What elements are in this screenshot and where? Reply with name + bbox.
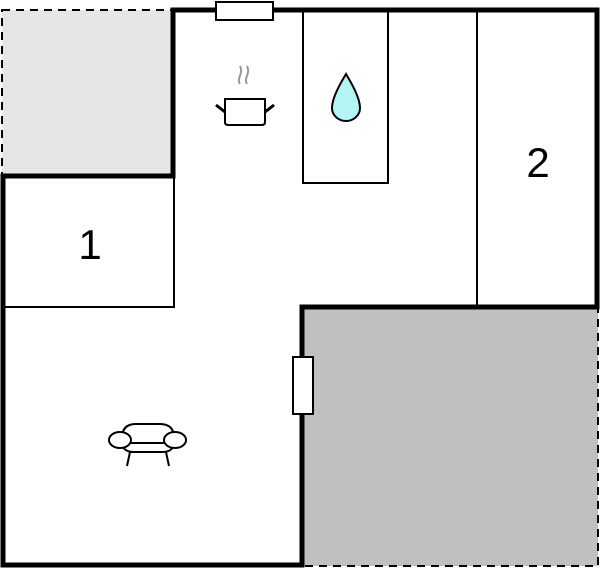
window-top [215,1,274,21]
cooking-pot-icon [215,65,275,126]
terrace-dark-area [301,306,599,567]
window-side [292,356,314,415]
water-drop-icon [330,72,362,122]
room-1-label: 1 [78,221,101,268]
room-2-label: 2 [526,139,549,186]
exterior-walls [0,7,600,568]
terrace-light-area [1,9,174,177]
sofa-icon [108,423,187,467]
